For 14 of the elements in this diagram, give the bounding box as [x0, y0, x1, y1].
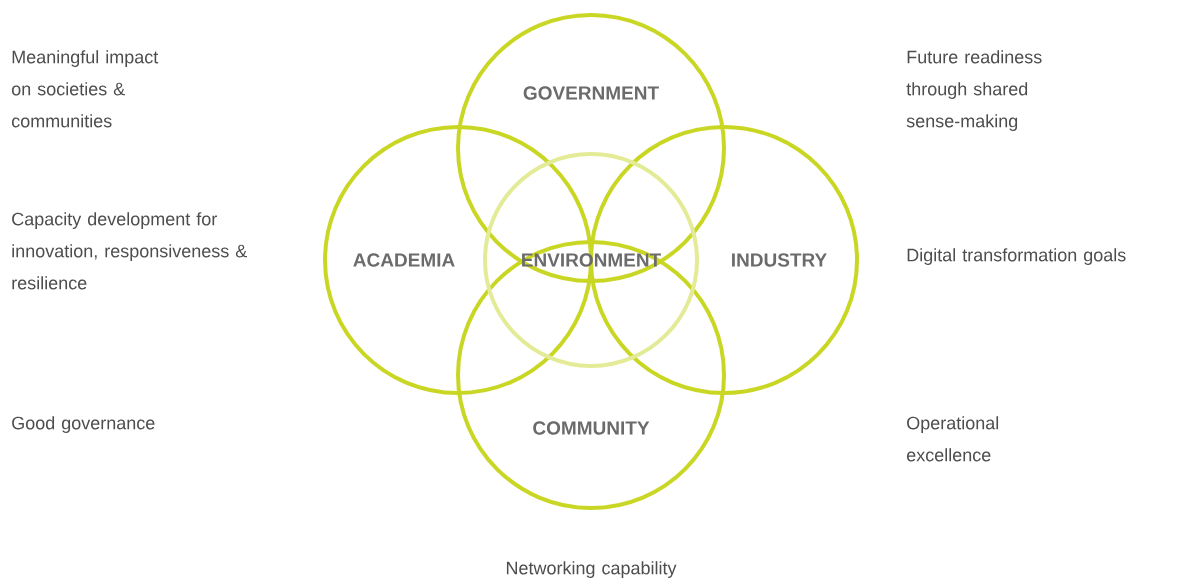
- side-text: Future readiness through shared sense-making: [906, 50, 1042, 131]
- side-text: Good governance: [12, 416, 155, 433]
- side-text: Operational excellence: [907, 416, 999, 462]
- circle-label: ACADEMIA: [353, 253, 455, 267]
- circle: [483, 152, 699, 368]
- circle: [456, 13, 726, 283]
- circle-label: COMMUNITY: [533, 421, 650, 435]
- side-text: Meaningful impact on societies & communities: [11, 50, 159, 128]
- circle-label: GOVERNMENT: [523, 86, 659, 100]
- side-text: Networking capability: [506, 561, 677, 578]
- side-text: Capacity development for innovation, responsiveness & resilience: [12, 212, 247, 290]
- side-text: Digital transformation goals: [907, 248, 1126, 265]
- circle-label: INDUSTRY: [732, 253, 827, 267]
- circle: [456, 240, 726, 510]
